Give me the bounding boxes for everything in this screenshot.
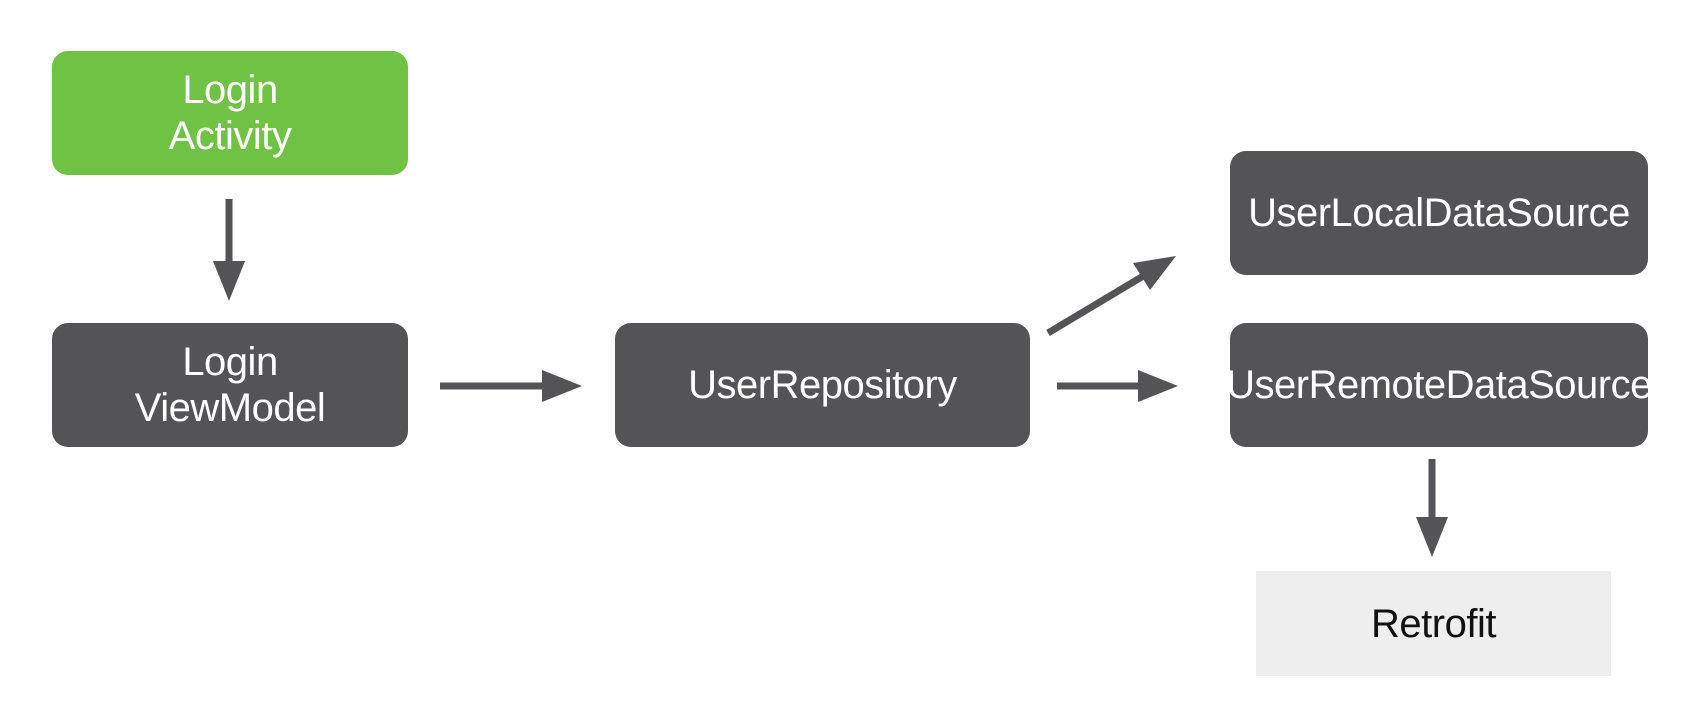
node-login-viewmodel: Login ViewModel xyxy=(52,323,408,447)
node-label: Login xyxy=(182,68,278,112)
node-user-remote-datasource: UserRemoteDataSource xyxy=(1226,323,1652,447)
node-label: UserLocalDataSource xyxy=(1248,191,1630,235)
arrow-user-remote-datasource-to-retrofit xyxy=(1416,459,1448,557)
arrow-login-viewmodel-to-user-repository xyxy=(440,370,582,402)
node-label: Retrofit xyxy=(1371,601,1496,646)
node-retrofit: Retrofit xyxy=(1256,571,1611,676)
node-login-activity: Login Activity xyxy=(52,51,408,175)
node-label: ViewModel xyxy=(134,386,326,430)
arrow-login-activity-to-login-viewmodel xyxy=(213,199,245,301)
arrow-user-repository-to-user-remote-datasource xyxy=(1057,370,1178,402)
node-label: UserRepository xyxy=(688,363,957,407)
node-label: Activity xyxy=(168,114,292,158)
node-label: UserRemoteDataSource xyxy=(1226,363,1652,407)
arrow-user-repository-to-user-local-datasource xyxy=(1046,256,1176,337)
node-label: Login xyxy=(182,340,278,384)
node-user-repository: UserRepository xyxy=(615,323,1030,447)
node-user-local-datasource: UserLocalDataSource xyxy=(1230,151,1648,275)
